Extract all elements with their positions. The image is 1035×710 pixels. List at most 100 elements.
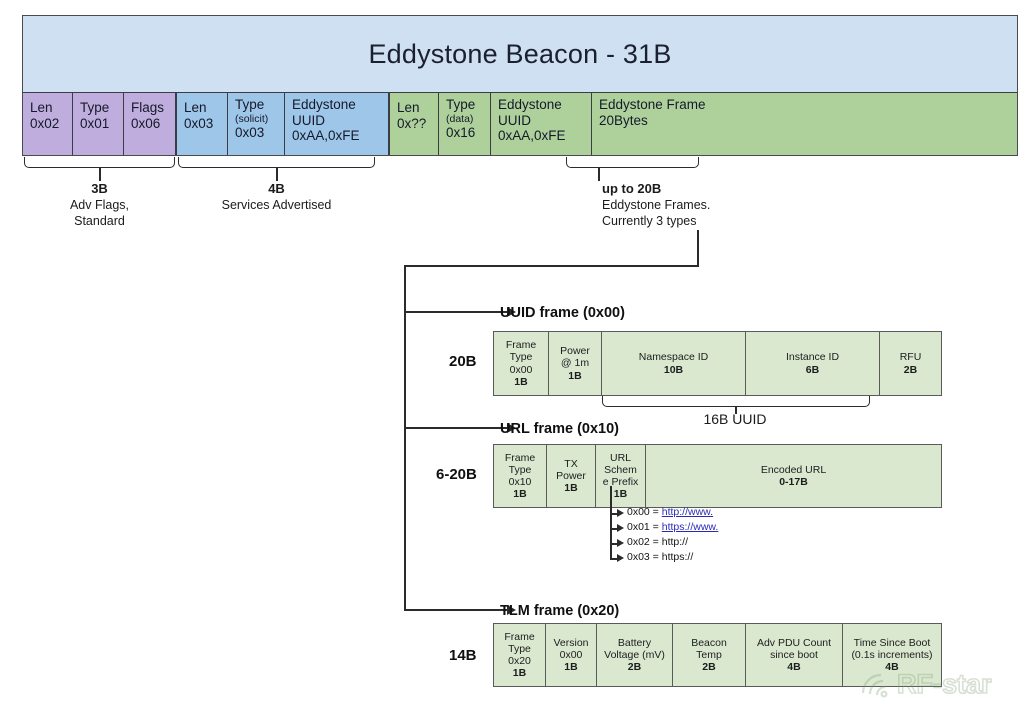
annotation-size: 4B: [268, 181, 285, 196]
cell-line-1: Time Since Boot: [853, 636, 931, 649]
field-line-2: 20Bytes: [599, 112, 648, 128]
cell-bytes: 2B: [903, 363, 918, 376]
cell-bytes: 1B: [564, 482, 578, 495]
uuid-frame-box: Frame Type 0x00 1B Power @ 1m 1B Namespa…: [493, 331, 942, 396]
connector-to-tlm-frame: [404, 609, 509, 611]
connector-to-uuid-frame: [404, 311, 509, 313]
cell-line-3: e Prefix: [602, 476, 639, 488]
field-line-1: Type: [235, 97, 265, 112]
arrow-uuid-frame-icon: [507, 307, 516, 317]
cell-line-1: Namespace ID: [638, 351, 709, 364]
annotation-adv-flags: 3B Adv Flags, Standard: [29, 181, 170, 229]
url-frame-size-label: 6-20B: [436, 466, 477, 483]
cell-bytes: 1B: [564, 661, 578, 674]
field-eddystone-uuid-data: Eddystone UUID 0xAA,0xFE: [491, 92, 592, 155]
prefix-code: 0x00 =: [627, 506, 662, 518]
cell-line-1: TX: [564, 457, 578, 470]
connector-frames-left: [404, 265, 699, 267]
prefix-value-link[interactable]: https://www.: [661, 521, 719, 533]
cell-line-1: Beacon: [691, 636, 727, 649]
bracket-stem-services: [276, 168, 278, 181]
prefix-code: 0x03 =: [627, 551, 662, 563]
cell-line-3: 0x10: [508, 476, 532, 488]
uuid-cell-namespace-id: Namespace ID 10B: [602, 332, 746, 395]
arrow-prefix-3-icon: [617, 554, 624, 562]
connector-spine: [404, 265, 406, 610]
cell-line-2: Type: [508, 463, 532, 476]
field-line-2: 0x16: [446, 124, 476, 140]
cell-line-2: Type: [509, 351, 533, 364]
packet-title: Eddystone Beacon - 31B: [23, 16, 1017, 92]
cell-line-2: Voltage (mV): [604, 648, 665, 661]
cell-bytes: 1B: [512, 667, 527, 680]
prefix-value: http://: [661, 536, 689, 548]
field-len-0x02: Len 0x02: [23, 92, 73, 155]
cell-line-2: since boot: [770, 648, 818, 661]
uuid-cell-frame-type: Frame Type 0x00 1B: [494, 332, 549, 395]
field-line-2: 0x03: [235, 124, 265, 140]
annotation-line-2: Currently 3 types: [602, 214, 697, 228]
field-line-1: Eddystone: [498, 97, 562, 112]
cell-line-3: 0x20: [508, 655, 531, 667]
prefix-row-2: 0x02 = http://: [627, 536, 688, 549]
tlm-cell-beacon-temp: Beacon Temp 2B: [673, 624, 746, 686]
tlm-frame-box: Frame Type 0x20 1B Version 0x00 1B Batte…: [493, 623, 942, 687]
tlm-cell-battery-voltage: Battery Voltage (mV) 2B: [597, 624, 673, 686]
annotation-line-1: Eddystone Frames.: [602, 198, 711, 212]
field-line-1: Len: [184, 100, 207, 115]
tlm-cell-time-since-boot: Time Since Boot (0.1s increments) 4B: [843, 624, 941, 686]
field-line-1: Eddystone: [292, 97, 356, 112]
cell-bytes: 2B: [627, 661, 642, 674]
prefix-branch-0: [610, 513, 619, 515]
field-line-1: Len: [397, 100, 420, 115]
cell-line-1: Battery: [617, 636, 652, 649]
connector-to-url-frame: [404, 427, 509, 429]
prefix-branch-2: [610, 543, 619, 545]
field-eddystone-uuid-solicit: Eddystone UUID 0xAA,0xFE: [285, 92, 389, 155]
arrow-url-frame-icon: [507, 423, 516, 433]
field-line-1: Len: [30, 100, 53, 115]
cell-bytes: 0-17B: [779, 476, 808, 488]
field-line-1: Eddystone Frame: [599, 97, 706, 112]
cell-line-2: 0x00: [559, 648, 583, 661]
annotation-line-1: Adv Flags,: [69, 198, 130, 212]
cell-bytes: 2B: [702, 661, 716, 674]
field-line-data: (data): [446, 112, 474, 125]
annotation-size: 3B: [91, 181, 108, 196]
annotation-line-1: Services Advertised: [221, 198, 332, 212]
annotation-size: up to 20B: [602, 181, 662, 196]
arrow-prefix-1-icon: [617, 524, 624, 532]
tlm-frame-title: TLM frame (0x20): [500, 603, 620, 619]
cell-line-1: URL: [609, 451, 631, 464]
tlm-frame-size-label: 14B: [449, 647, 477, 664]
cell-line-1: Frame: [504, 630, 535, 643]
bracket-stem-adv-flags: [99, 168, 101, 181]
prefix-code: 0x01 =: [627, 521, 662, 533]
uuid-cell-instance-id: Instance ID 6B: [746, 332, 880, 395]
bracket-stem-frames: [598, 168, 600, 181]
label-16b-uuid: 16B UUID: [703, 411, 767, 427]
prefix-branch-3: [610, 558, 619, 560]
field-line-2: 0x03: [184, 115, 214, 131]
field-flags-0x06: Flags 0x06: [124, 92, 176, 155]
field-line-1: Type: [446, 97, 476, 112]
cell-line-1: Frame: [505, 339, 537, 352]
cell-line-3: 0x00: [509, 363, 533, 376]
uuid-frame-size-label: 20B: [449, 353, 477, 370]
cell-line-1: Adv PDU Count: [756, 636, 832, 649]
uuid-frame-title: UUID frame (0x00): [500, 305, 625, 321]
prefix-value-link[interactable]: http://www.: [661, 506, 714, 518]
field-line-3: 0xAA,0xFE: [498, 128, 566, 143]
prefix-branch-1: [610, 528, 619, 530]
cell-bytes: 10B: [663, 363, 684, 376]
tlm-cell-frame-type: Frame Type 0x20 1B: [494, 624, 546, 686]
field-line-2: 0x06: [131, 115, 161, 131]
annotation-services-advertised: 4B Services Advertised: [180, 181, 373, 213]
bracket-adv-flags: [24, 157, 175, 168]
cell-line-2: Power: [556, 469, 586, 482]
cell-line-2: Schem: [604, 463, 637, 476]
packet-fields-row: Len 0x02 Type 0x01 Flags 0x06 Len 0x03 T…: [23, 92, 1017, 155]
uuid-cell-rfu: RFU 2B: [880, 332, 941, 395]
cell-bytes: 1B: [513, 488, 527, 501]
